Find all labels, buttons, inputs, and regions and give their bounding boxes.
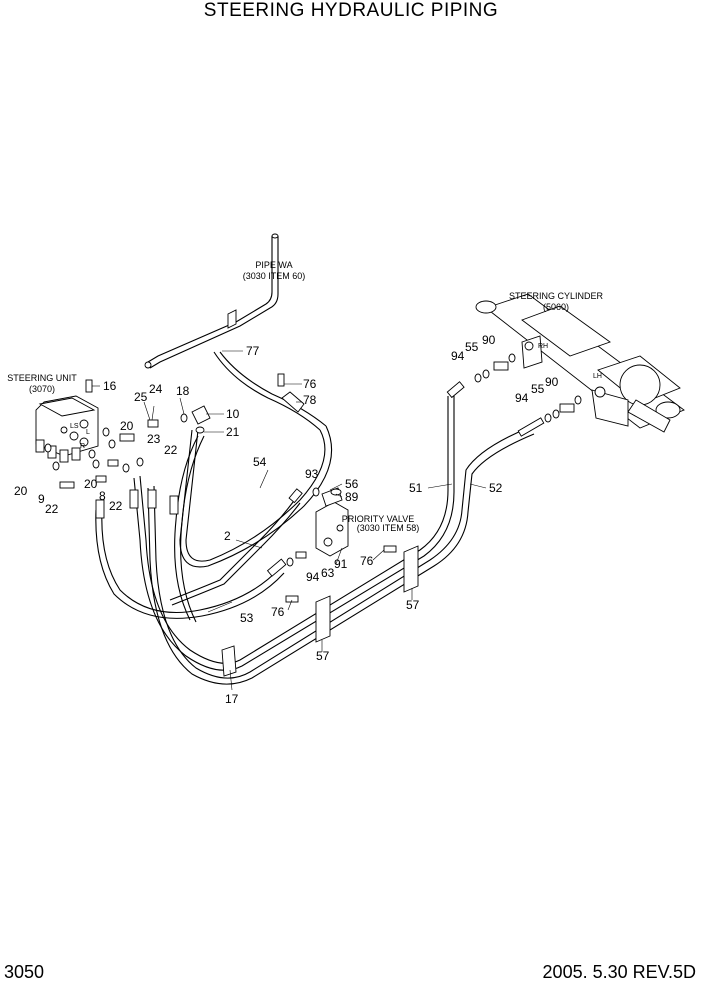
revision-date: 2005. 5.30 REV.5D [542, 962, 696, 982]
callout-22-a: 22 [164, 443, 178, 457]
callout-56: 56 [345, 477, 359, 491]
callout-90-b: 90 [545, 375, 559, 389]
callout-20-b: 20 [14, 484, 28, 498]
callout-23: 23 [147, 432, 161, 446]
diagram-title: STEERING HYDRAULIC PIPING [203, 0, 499, 21]
callout-78: 78 [303, 393, 317, 407]
callout-63: 63 [321, 566, 335, 580]
callouts: 77 16 25 24 18 10 21 20 23 22 76 78 54 2… [14, 333, 559, 706]
callout-9: 9 [38, 492, 45, 506]
callout-57-a: 57 [406, 598, 420, 612]
callout-53: 53 [240, 611, 254, 625]
callout-91: 91 [334, 557, 348, 571]
callout-16: 16 [103, 379, 117, 393]
callout-2: 2 [224, 529, 231, 543]
callout-57-b: 57 [316, 649, 330, 663]
callout-25: 25 [134, 390, 148, 404]
lh-label: LH [593, 373, 602, 380]
rh-label: RH [538, 343, 548, 350]
callout-76-a: 76 [303, 377, 317, 391]
callout-20-c: 20 [84, 477, 98, 491]
callout-24: 24 [149, 382, 163, 396]
steering-unit: LS L R [35, 395, 99, 463]
leader-lines [92, 350, 487, 691]
port-l-label: L [86, 429, 90, 436]
callout-52: 52 [489, 481, 503, 495]
callout-94-a: 94 [306, 570, 320, 584]
callout-93: 93 [305, 467, 319, 481]
callout-22-b: 22 [45, 502, 59, 516]
priority-valve-ref: (3030 ITEM 58) [357, 523, 420, 533]
pipe-wa-label: PIPE WA [255, 260, 292, 270]
callout-94-b: 94 [451, 349, 465, 363]
steering-cylinder-label: STEERING CYLINDER [509, 291, 604, 301]
hoses [95, 351, 545, 685]
callout-77: 77 [246, 344, 260, 358]
callout-18: 18 [176, 384, 190, 398]
callout-22-c: 22 [109, 499, 123, 513]
callout-94-c: 94 [515, 391, 529, 405]
callout-89: 89 [345, 490, 359, 504]
port-r-label: R [80, 443, 85, 450]
callout-54: 54 [253, 455, 267, 469]
callout-76-b: 76 [360, 554, 374, 568]
callout-17: 17 [225, 692, 239, 706]
callout-51: 51 [409, 481, 423, 495]
priority-valve-label: PRIORITY VALVE [342, 514, 415, 524]
callout-90-a: 90 [482, 333, 496, 347]
pipe-wa [144, 233, 279, 369]
steering-cylinder-ref: (5060) [543, 302, 569, 312]
callout-21: 21 [226, 425, 240, 439]
steering-unit-ref: (3070) [29, 384, 55, 394]
callout-10: 10 [226, 407, 240, 421]
port-ls-label: LS [70, 423, 79, 430]
callout-8: 8 [99, 489, 106, 503]
page-number: 3050 [4, 962, 45, 982]
fittings [44, 353, 582, 677]
callout-20-a: 20 [120, 419, 134, 433]
callout-76-c: 76 [271, 605, 285, 619]
steering-cylinder: RH LH [475, 293, 685, 433]
callout-55-a: 55 [465, 340, 479, 354]
callout-55-b: 55 [531, 382, 545, 396]
steering-unit-label: STEERING UNIT [7, 373, 77, 383]
pipe-wa-ref: (3030 ITEM 60) [243, 271, 306, 281]
